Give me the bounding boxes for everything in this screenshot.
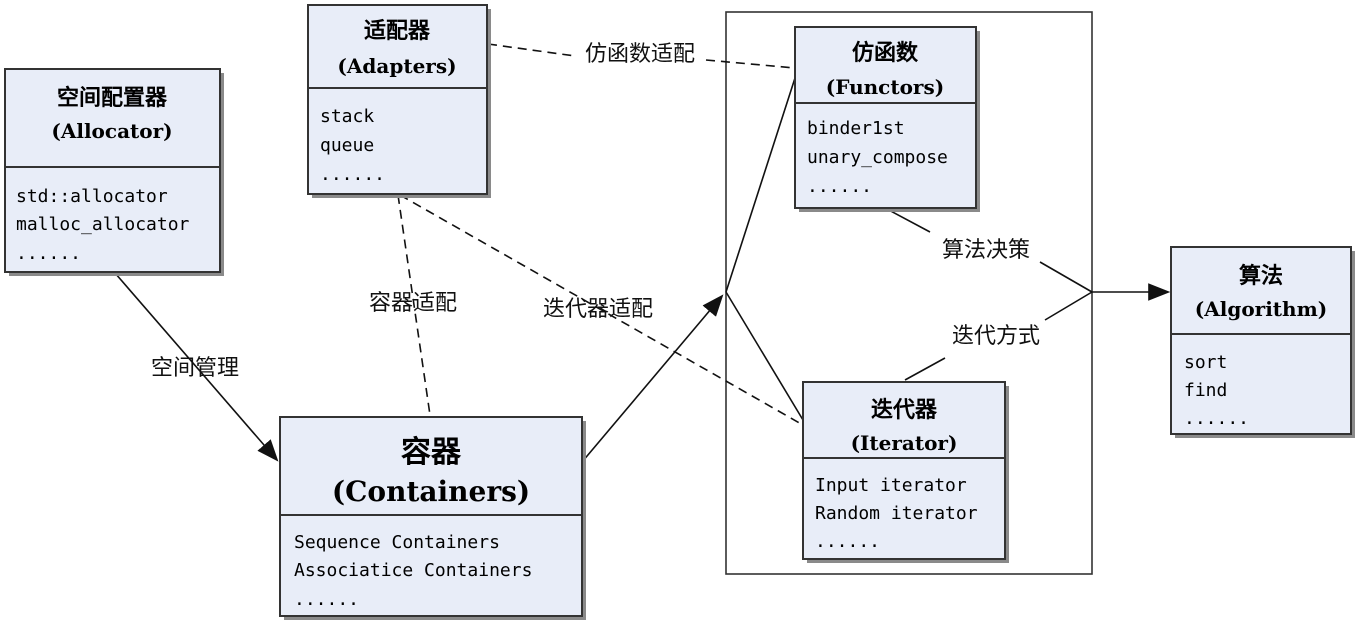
functors-subtitle: (Functors) <box>826 75 944 99</box>
algorithm-item-2: ...... <box>1184 408 1249 429</box>
node-adapters: 适配器 (Adapters) stack queue ...... <box>307 4 491 198</box>
iterator-title: 迭代器 <box>871 397 938 423</box>
containers-title: 容器 <box>401 435 462 470</box>
edge-iterator-to-algorithm <box>904 291 1093 381</box>
algorithm-item-1: find <box>1184 380 1227 401</box>
adapters-subtitle: (Adapters) <box>337 54 456 78</box>
allocator-item-0: std::allocator <box>16 186 168 207</box>
algorithm-policy-label: 算法决策 <box>942 238 1030 263</box>
node-containers: 容器 (Containers) Sequence Containers Asso… <box>279 416 586 620</box>
algorithm-item-0: sort <box>1184 352 1227 373</box>
space-management-label: 空间管理 <box>151 356 239 381</box>
iterator-item-2: ...... <box>815 531 880 552</box>
adapters-item-0: stack <box>320 106 374 127</box>
iterator-subtitle: (Iterator) <box>851 431 958 455</box>
adapters-item-2: ...... <box>320 164 385 185</box>
edge-adapters-to-iterator <box>399 194 804 426</box>
functor-adaptation-label: 仿函数适配 <box>585 42 695 67</box>
functors-title: 仿函数 <box>852 40 919 66</box>
functors-item-0: binder1st <box>807 118 905 139</box>
iterator-item-0: Input iterator <box>815 475 967 496</box>
node-allocator: 空间配置器 (Allocator) std::allocator malloc_… <box>4 68 224 276</box>
containers-item-1: Associatice Containers <box>294 560 532 581</box>
allocator-subtitle: (Allocator) <box>51 119 172 143</box>
functors-item-1: unary_compose <box>807 147 948 168</box>
containers-subtitle: (Containers) <box>332 475 530 508</box>
adapters-item-1: queue <box>320 135 374 156</box>
node-iterator: 迭代器 (Iterator) Input iterator Random ite… <box>802 381 1009 563</box>
edge-adapters-to-containers <box>397 194 431 416</box>
edge-hub-to-iterator <box>725 291 804 421</box>
edge-hub-to-functors <box>725 77 796 293</box>
container-adaptation-label: 容器适配 <box>369 291 457 316</box>
algorithm-subtitle: (Algorithm) <box>1195 297 1327 321</box>
containers-item-0: Sequence Containers <box>294 532 500 553</box>
edge-containers-to-hub <box>581 294 724 463</box>
iteration-method-label: 迭代方式 <box>952 324 1040 349</box>
algorithm-title: 算法 <box>1239 263 1283 289</box>
allocator-title: 空间配置器 <box>57 85 168 111</box>
iterator-adaptation-label: 迭代器适配 <box>543 297 653 322</box>
node-functors: 仿函数 (Functors) binder1st unary_compose .… <box>794 26 980 212</box>
functors-item-2: ...... <box>807 176 872 197</box>
allocator-item-1: malloc_allocator <box>16 214 190 235</box>
iterator-item-1: Random iterator <box>815 503 978 524</box>
node-algorithm: 算法 (Algorithm) sort find ...... <box>1170 246 1355 438</box>
adapters-title: 适配器 <box>364 18 431 44</box>
edge-allocator-to-containers <box>114 272 279 462</box>
allocator-item-2: ...... <box>16 243 81 264</box>
containers-item-2: ...... <box>294 589 359 610</box>
